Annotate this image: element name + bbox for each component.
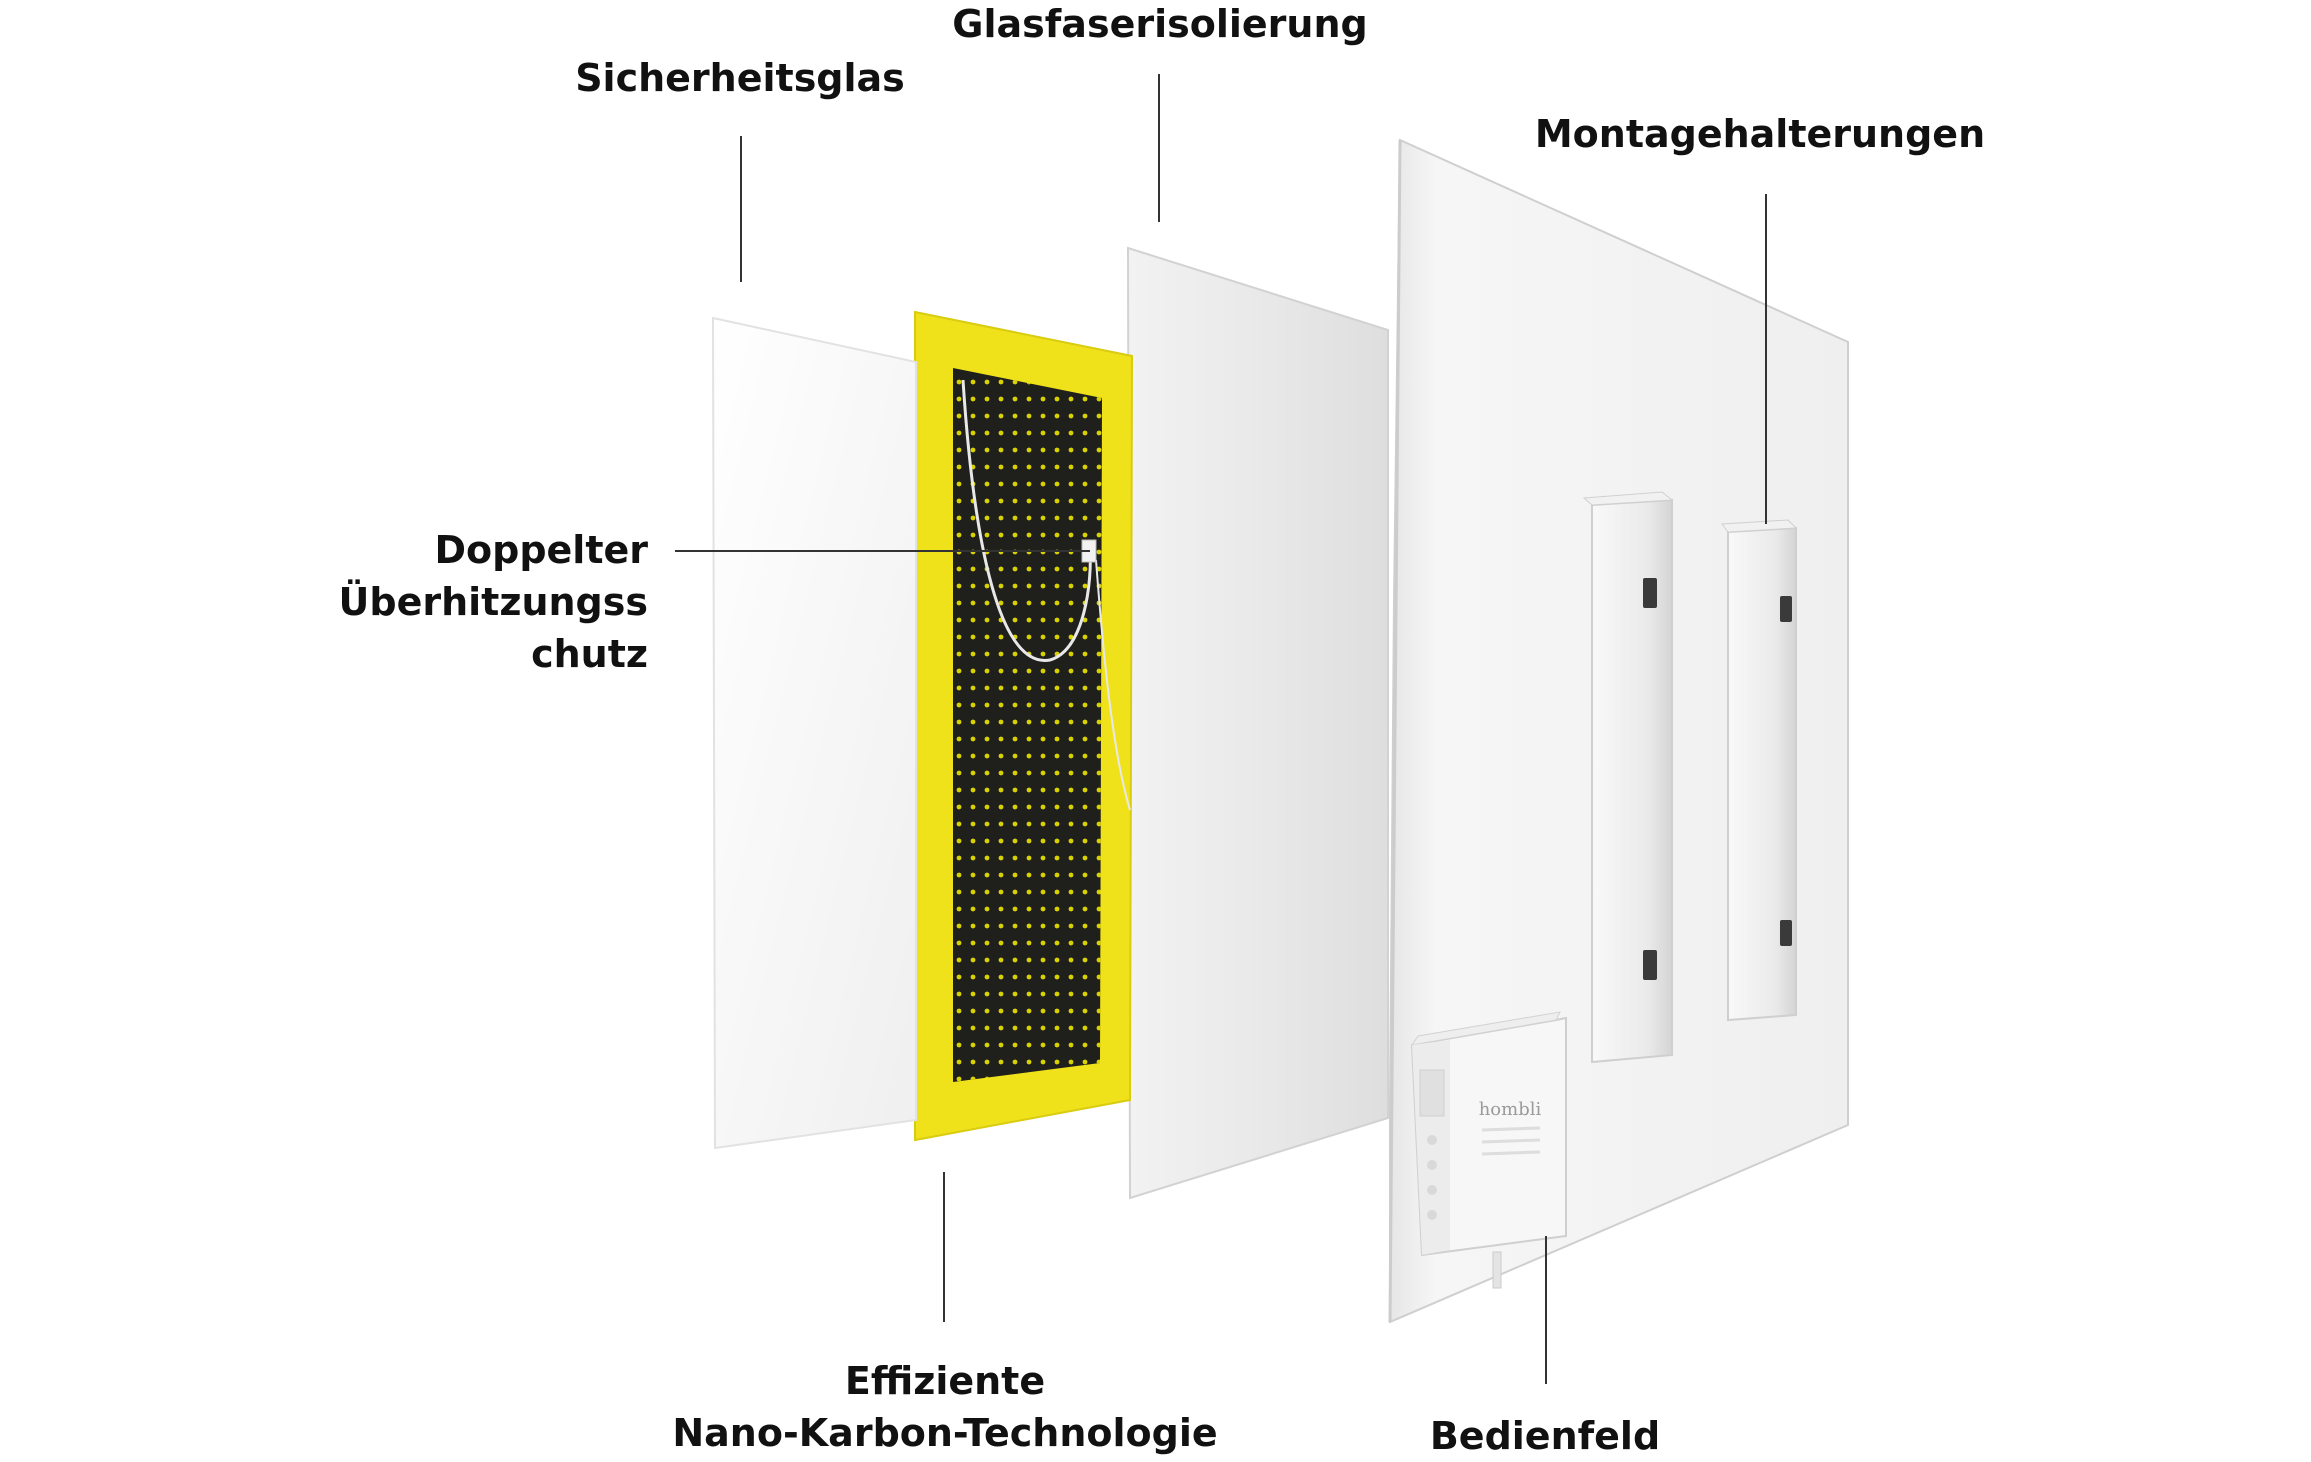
control-unit-brand: hombli [1479,1099,1542,1120]
back-panel-edge [1388,139,1402,1323]
label-doppelter-ueberhitzungsschutz: Doppelter Überhitzungss chutz [338,528,648,676]
fiberglass-insulation-layer [1126,246,1389,1200]
label-nano-karbon: Effiziente Nano-Karbon-Technologie [672,1359,1218,1455]
mounting-bracket-left [1582,491,1674,1064]
label-glasfaserisolierung: Glasfaserisolierung [952,2,1368,46]
control-panel-device: hombli [1410,1011,1567,1289]
label-bedienfeld: Bedienfeld [1429,1414,1661,1458]
safety-glass-layer [711,316,917,1150]
mounting-bracket-right [1721,519,1798,1022]
label-montagehalterungen: Montagehalterungen [1534,112,1986,156]
nano-carbon-heating-element [914,310,1134,1142]
label-sicherheitsglas: Sicherheitsglas [575,56,905,100]
